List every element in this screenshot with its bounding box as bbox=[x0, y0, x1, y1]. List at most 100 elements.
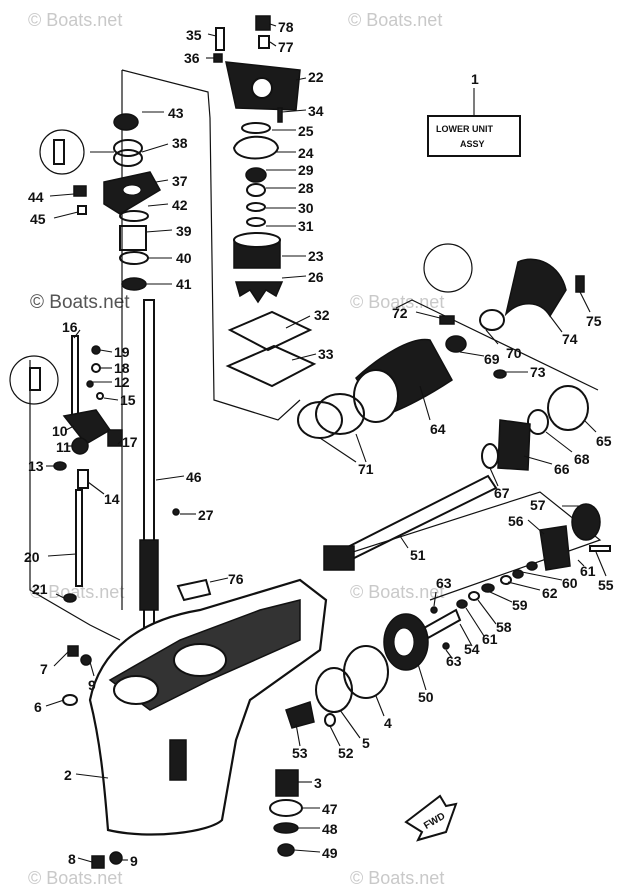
callout-20: 20 bbox=[24, 549, 40, 565]
title-line1: LOWER UNIT bbox=[436, 124, 493, 134]
callout-41: 41 bbox=[176, 276, 192, 292]
callout-11: 11 bbox=[56, 439, 71, 455]
callout-71: 71 bbox=[358, 461, 374, 477]
callout-50: 50 bbox=[418, 689, 434, 705]
callout-10: 10 bbox=[52, 423, 68, 439]
part-14 bbox=[77, 469, 89, 489]
callout-37: 37 bbox=[172, 173, 188, 189]
callout-14: 14 bbox=[104, 491, 120, 507]
callout-69: 69 bbox=[484, 351, 500, 367]
watermark-mid-left: © Boats.net bbox=[30, 292, 130, 313]
leader-lines bbox=[45, 23, 607, 863]
callout-18: 18 bbox=[114, 360, 130, 376]
part-41-thrust bbox=[121, 277, 147, 291]
callout-29: 29 bbox=[298, 162, 314, 178]
part-35-bolt bbox=[215, 27, 225, 51]
callout-66: 66 bbox=[554, 461, 570, 477]
callout-70: 70 bbox=[506, 345, 522, 361]
callout-21: 21 bbox=[32, 581, 48, 597]
part-3-bearing bbox=[275, 769, 299, 797]
part-61-washer bbox=[526, 561, 538, 571]
callout-73: 73 bbox=[530, 364, 546, 380]
callout-61b: 61 bbox=[482, 631, 498, 647]
callout-32: 32 bbox=[314, 307, 330, 323]
part-63-ball bbox=[430, 606, 438, 614]
watermark-mid-right: © Boats.net bbox=[350, 292, 444, 312]
callout-36: 36 bbox=[184, 50, 200, 66]
watermark-top-right: © Boats.net bbox=[348, 10, 442, 30]
part-30-gasket bbox=[246, 202, 266, 212]
part-45-washer bbox=[77, 205, 87, 215]
water-pump-group bbox=[213, 15, 317, 388]
title-box: 1 LOWER UNIT ASSY bbox=[427, 71, 521, 157]
part-57-gear bbox=[571, 503, 601, 541]
title-item-number: 1 bbox=[471, 71, 479, 87]
callout-47: 47 bbox=[322, 801, 338, 817]
part-39-bearing bbox=[119, 225, 147, 251]
callout-55: 55 bbox=[598, 577, 614, 593]
watermark-low-left: © Boats.net bbox=[30, 582, 124, 602]
part-70-seal bbox=[479, 309, 505, 331]
callout-56: 56 bbox=[508, 513, 524, 529]
callout-74: 74 bbox=[562, 331, 578, 347]
part-54-plunger bbox=[422, 608, 462, 640]
part-73-washer bbox=[493, 369, 507, 379]
part-43-seal bbox=[113, 113, 139, 131]
callout-77: 77 bbox=[278, 39, 294, 55]
part-42-oring bbox=[119, 210, 149, 222]
callout-9a: 9 bbox=[88, 677, 96, 693]
callout-3: 3 bbox=[314, 775, 322, 791]
part-52-oring bbox=[324, 713, 336, 727]
part-67-washer bbox=[481, 443, 499, 469]
part-59 bbox=[481, 583, 495, 593]
callout-26: 26 bbox=[308, 269, 324, 285]
callout-40: 40 bbox=[176, 250, 192, 266]
part-20-shift-rod bbox=[75, 489, 83, 587]
part-7-bolt bbox=[67, 645, 79, 657]
part-19 bbox=[91, 345, 101, 355]
part-6-plug bbox=[62, 694, 78, 706]
callout-72: 72 bbox=[392, 305, 408, 321]
prop-detail-circle bbox=[423, 243, 473, 293]
part-9b-washer bbox=[109, 851, 123, 865]
part-4-bearing bbox=[343, 645, 389, 699]
callout-24: 24 bbox=[298, 145, 314, 161]
callout-7: 7 bbox=[40, 661, 48, 677]
part-59b bbox=[456, 599, 468, 609]
callout-6: 6 bbox=[34, 699, 42, 715]
callout-43: 43 bbox=[168, 105, 184, 121]
callout-34: 34 bbox=[308, 103, 324, 119]
part-65-bearing bbox=[547, 385, 589, 431]
callout-27: 27 bbox=[198, 507, 214, 523]
watermark-low-right: © Boats.net bbox=[350, 582, 444, 602]
fwd-arrow: FWD bbox=[404, 794, 458, 842]
part-27-pin bbox=[172, 508, 180, 516]
callout-52: 52 bbox=[338, 745, 354, 761]
callout-68: 68 bbox=[574, 451, 590, 467]
callout-35: 35 bbox=[186, 27, 202, 43]
callout-8: 8 bbox=[68, 851, 76, 867]
part-53-bushing bbox=[285, 701, 315, 729]
callout-61a: 61 bbox=[580, 563, 596, 579]
drive-shaft-group bbox=[39, 113, 212, 631]
part-24-liner bbox=[232, 135, 280, 160]
part-33-gasket bbox=[225, 344, 317, 388]
part-62 bbox=[500, 575, 512, 585]
part-13 bbox=[53, 461, 67, 471]
callout-57: 57 bbox=[530, 497, 546, 513]
callout-16: 16 bbox=[62, 319, 78, 335]
part-47-shim bbox=[269, 799, 303, 817]
fwd-label: FWD bbox=[422, 811, 447, 832]
callout-42: 42 bbox=[172, 197, 188, 213]
callout-23: 23 bbox=[308, 248, 324, 264]
callout-9b: 9 bbox=[130, 853, 138, 869]
callout-75: 75 bbox=[586, 313, 602, 329]
callout-67: 67 bbox=[494, 485, 510, 501]
callout-76: 76 bbox=[228, 571, 244, 587]
callout-12: 12 bbox=[114, 374, 130, 390]
part-63b-ball bbox=[442, 642, 450, 650]
callout-30: 30 bbox=[298, 200, 314, 216]
part-8-plug bbox=[91, 855, 105, 869]
part-78-plug bbox=[255, 15, 271, 31]
watermark-bottom-left: © Boats.net bbox=[28, 868, 122, 888]
